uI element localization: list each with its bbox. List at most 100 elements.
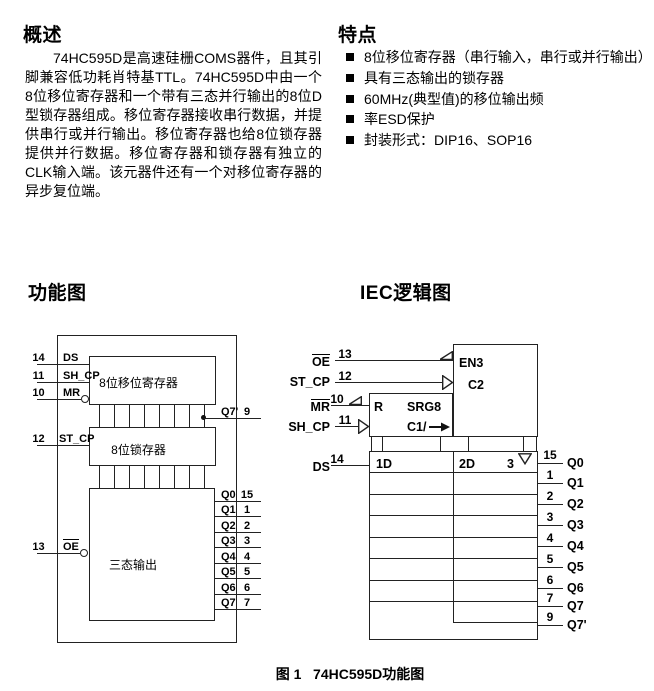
connector-tab xyxy=(382,436,383,452)
wire xyxy=(538,546,563,547)
bullet-square-icon xyxy=(346,136,354,145)
signal-label-ds: DS xyxy=(63,352,79,364)
signal-label-sh-cp: SH_CP xyxy=(288,420,330,434)
output-label: Q4 xyxy=(221,551,236,563)
output-label: Q4 xyxy=(567,539,584,553)
wire xyxy=(335,426,359,427)
wire xyxy=(215,516,261,517)
wire xyxy=(538,606,563,607)
srg8-label: SRG8 xyxy=(407,400,442,414)
output-label: Q3 xyxy=(567,518,584,532)
pin-number: 9 xyxy=(546,610,554,624)
signal-label-oe: OE xyxy=(311,354,330,369)
bullet-square-icon xyxy=(346,94,354,103)
pin-number: 13 xyxy=(32,541,45,553)
wire xyxy=(174,466,175,488)
wire xyxy=(99,405,100,427)
wire xyxy=(159,466,160,488)
feature-text: 封装形式：DIP16、SOP16 xyxy=(364,132,533,149)
signal-label-ds: DS xyxy=(312,460,330,474)
array-row-line xyxy=(369,515,538,516)
inverter-bubble-icon xyxy=(81,395,89,403)
wire xyxy=(331,405,369,406)
pin-number: 9 xyxy=(243,406,251,418)
feature-text: 具有三态输出的锁存器 xyxy=(364,70,504,87)
tristate-box xyxy=(89,488,215,621)
c2-label: C2 xyxy=(468,378,484,392)
latch-box xyxy=(89,427,216,466)
iec-heading: IEC逻辑图 xyxy=(360,283,452,304)
bullet-square-icon xyxy=(346,74,354,83)
polarity-triangle-icon xyxy=(349,396,362,405)
wire xyxy=(144,405,145,427)
junction-dot-icon xyxy=(201,415,206,420)
output-label: Q7' xyxy=(567,618,587,632)
wire xyxy=(159,405,160,427)
functional-heading: 功能图 xyxy=(28,283,87,304)
pin-number: 15 xyxy=(240,489,254,501)
feature-text: 率ESD保护 xyxy=(364,111,435,128)
array-divider xyxy=(453,451,454,622)
array-row-line xyxy=(453,622,538,623)
pin-number: 10 xyxy=(32,387,45,399)
wire xyxy=(538,483,563,484)
pin-number: 3 xyxy=(243,535,251,547)
d2-label: 2D xyxy=(459,457,475,471)
pin-number: 11 xyxy=(338,413,352,427)
array-row-line xyxy=(369,601,538,602)
bullet-square-icon xyxy=(346,53,354,62)
signal-label-oe: OE xyxy=(63,539,79,553)
wire xyxy=(215,594,261,595)
wire xyxy=(215,578,261,579)
pin-number: 7 xyxy=(243,597,251,609)
shift-register-label: 8位移位寄存器 xyxy=(99,376,178,390)
wire xyxy=(538,625,563,626)
wire xyxy=(129,466,130,488)
signal-label-st-cp: ST_CP xyxy=(289,375,330,389)
pin-number: 12 xyxy=(32,433,45,445)
wire xyxy=(189,466,190,488)
wire xyxy=(215,547,261,548)
output-label: Q3 xyxy=(221,535,236,547)
pin-number: 1 xyxy=(546,468,554,482)
wire xyxy=(189,405,190,427)
wire xyxy=(144,466,145,488)
signal-label-mr: MR xyxy=(63,387,81,399)
pin-number: 11 xyxy=(32,370,45,382)
tristate-label: 三态输出 xyxy=(108,558,157,572)
feature-text: 8位移位寄存器（串行输入，串行或并行输出） xyxy=(364,49,652,66)
wire xyxy=(335,360,453,361)
wire xyxy=(538,567,563,568)
pin-number: 2 xyxy=(243,520,251,532)
output-label: Q6 xyxy=(221,582,236,594)
reset-label: R xyxy=(374,400,384,414)
output-label: Q2 xyxy=(567,497,584,511)
array-row-line xyxy=(369,537,538,538)
open-down-triangle-icon xyxy=(518,453,532,465)
en3-label: EN3 xyxy=(459,356,484,370)
wire xyxy=(215,501,261,502)
output-label: Q7 xyxy=(221,597,236,609)
inverter-bubble-icon xyxy=(80,549,88,557)
pin-number: 3 xyxy=(546,510,554,524)
feature-item: 封装形式：DIP16、SOP16 xyxy=(346,130,651,151)
pin-number: 4 xyxy=(243,551,251,563)
pin-number: 2 xyxy=(546,489,554,503)
feature-item: 8位移位寄存器（串行输入，串行或并行输出） xyxy=(346,47,652,68)
wire xyxy=(538,525,563,526)
signal-label-sh-cp: SH_CP xyxy=(63,370,100,382)
wire xyxy=(335,382,443,383)
output-label: Q2 xyxy=(221,520,236,532)
pin-number: 13 xyxy=(338,347,352,361)
iec-srg8-block xyxy=(369,393,453,437)
weight-label: 3 xyxy=(507,457,514,471)
wire xyxy=(114,405,115,427)
wire xyxy=(538,588,563,589)
dynamic-input-icon xyxy=(358,419,370,434)
pin-number: 12 xyxy=(338,369,352,383)
d1-label: 1D xyxy=(376,457,392,471)
pin-number: 6 xyxy=(546,573,554,587)
wire xyxy=(538,463,563,464)
wire xyxy=(37,364,89,365)
wire xyxy=(37,445,89,446)
